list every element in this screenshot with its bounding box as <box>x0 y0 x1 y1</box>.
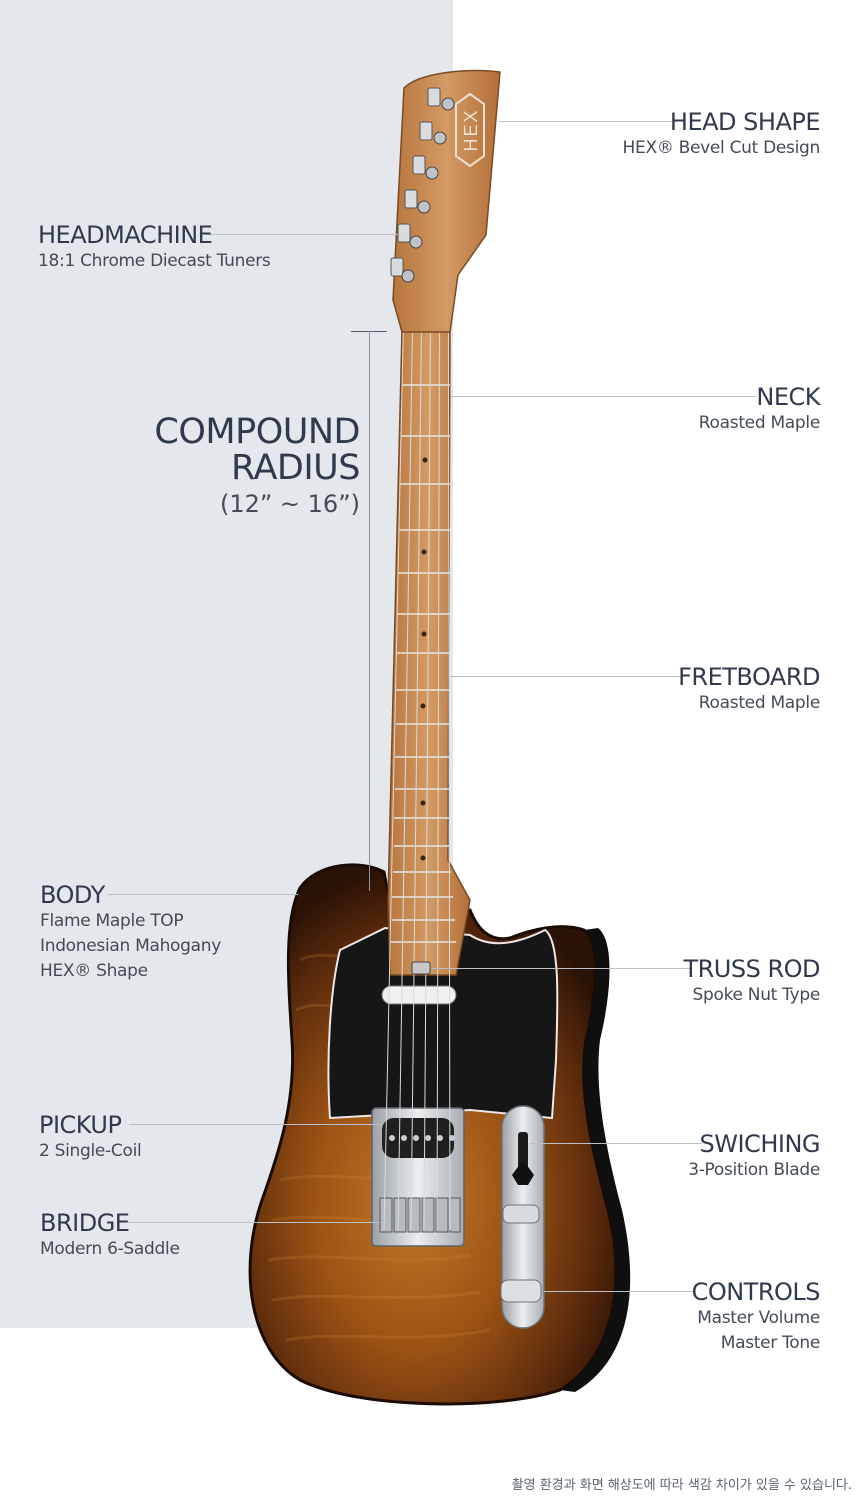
feature-headmachine: HEADMACHINE 18:1 Chrome Diecast Tuners <box>38 221 271 274</box>
feature-controls: CONTROLS Master Volume Master Tone <box>691 1278 821 1356</box>
feature-desc: 2 Single-Coil <box>39 1141 142 1161</box>
compound-range: (12” ~ 16”) <box>219 490 360 518</box>
truss-rod-nut <box>411 961 431 975</box>
feature-title: CONTROLS <box>691 1278 821 1306</box>
leader-controls <box>544 1291 694 1292</box>
feature-desc: Flame Maple TOP <box>40 911 184 931</box>
feature-desc: Modern 6-Saddle <box>40 1239 180 1259</box>
compound-radius-label: COMPOUND RADIUS (12” ~ 16”) <box>154 414 360 518</box>
feature-desc: HEX® Bevel Cut Design <box>622 138 821 158</box>
feature-title: FRETBOARD <box>678 663 820 691</box>
feature-title: BRIDGE <box>40 1209 130 1237</box>
feature-truss-rod: TRUSS ROD Spoke Nut Type <box>683 955 820 1008</box>
color-disclaimer: 촬영 환경과 화면 해상도에 따라 색감 차이가 있을 수 있습니다. <box>511 1478 852 1493</box>
feature-desc: Spoke Nut Type <box>692 985 821 1005</box>
headstock-logo: HEX <box>461 108 481 151</box>
feature-title: HEADMACHINE <box>38 221 213 249</box>
feature-desc: Roasted Maple <box>698 413 821 433</box>
feature-desc: HEX® Shape <box>40 961 148 981</box>
feature-pickup: PICKUP 2 Single-Coil <box>39 1111 142 1164</box>
leader-pickup <box>129 1124 381 1125</box>
neck-pickup <box>381 985 457 1005</box>
feature-fretboard: FRETBOARD Roasted Maple <box>678 663 820 716</box>
feature-title: HEAD SHAPE <box>669 108 821 136</box>
feature-desc: Roasted Maple <box>698 693 821 713</box>
leader-body <box>108 894 298 895</box>
feature-desc: 3-Position Blade <box>688 1160 820 1180</box>
feature-body: BODY Flame Maple TOP Indonesian Mahogany… <box>40 881 221 984</box>
leader-swiching <box>530 1143 702 1144</box>
feature-desc: Master Tone <box>720 1333 821 1353</box>
feature-head-shape: HEAD SHAPE HEX® Bevel Cut Design <box>622 108 821 161</box>
leader-truss-rod <box>432 968 690 969</box>
feature-bridge: BRIDGE Modern 6-Saddle <box>40 1209 180 1262</box>
feature-desc: Master Volume <box>697 1308 820 1328</box>
compound-line2: RADIUS <box>231 448 360 488</box>
feature-title: SWICHING <box>699 1130 821 1158</box>
leader-headmachine <box>206 234 398 235</box>
pickguard <box>327 926 559 1120</box>
feature-swiching: SWICHING 3-Position Blade <box>688 1130 820 1183</box>
compound-line1: COMPOUND <box>154 412 360 452</box>
feature-title: BODY <box>40 881 105 909</box>
control-plate <box>500 1105 545 1329</box>
leader-bridge <box>128 1222 380 1223</box>
feature-title: PICKUP <box>39 1111 122 1139</box>
radius-bracket-line <box>369 331 370 891</box>
feature-title: TRUSS ROD <box>683 955 820 983</box>
leader-head-shape <box>499 121 676 122</box>
feature-neck: NECK Roasted Maple <box>698 383 821 436</box>
headstock: HEX <box>390 69 501 333</box>
feature-title: NECK <box>756 383 820 411</box>
feature-desc: 18:1 Chrome Diecast Tuners <box>38 251 271 271</box>
feature-desc: Indonesian Mahogany <box>40 936 221 956</box>
leader-neck <box>451 396 756 397</box>
leader-fretboard <box>448 676 682 677</box>
